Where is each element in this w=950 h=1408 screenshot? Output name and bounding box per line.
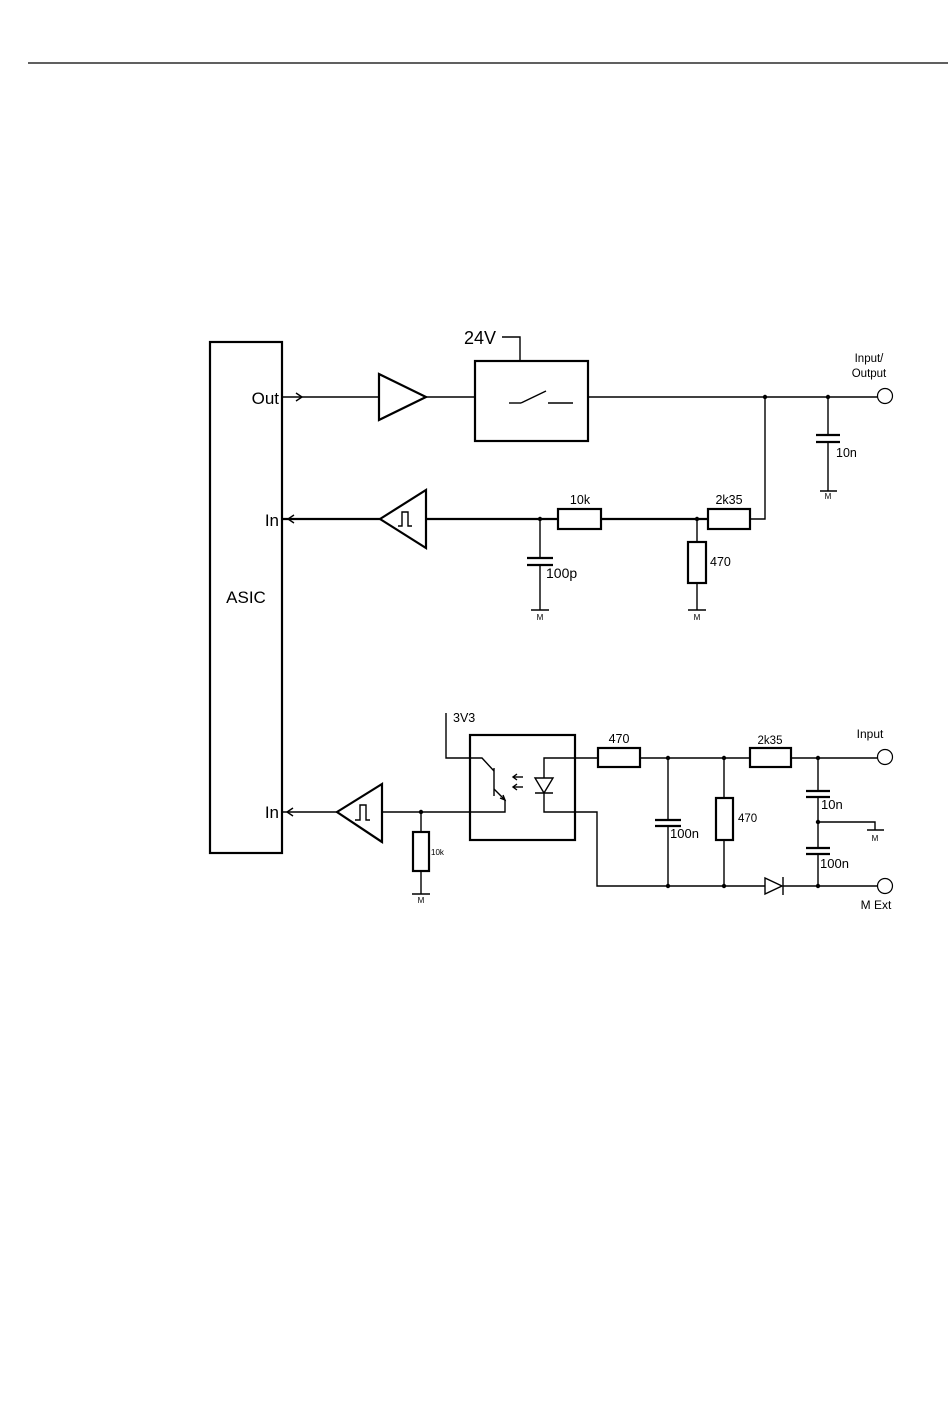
cap-100p-label: 100p [546,565,577,581]
resistor-2k35-bottom [750,748,791,767]
resistor-10k [558,509,601,529]
resistor-10k-small [413,832,429,871]
high-side-switch-block [475,361,588,441]
resistor-2k35-top [708,509,750,529]
io-terminal [878,389,893,404]
io-label-line1: Input/ [855,353,885,365]
cap-10n-top-label: 10n [836,446,857,460]
diode-icon [765,877,783,895]
schmitt-trigger-1 [380,490,426,548]
asic-label: ASIC [226,588,266,607]
resistor-470-shunt [716,798,733,840]
resistor-470-opto [598,748,640,767]
input-label: Input [857,727,884,741]
ground-m-4: M [872,834,879,843]
supply-24v-label: 24V [464,328,496,348]
ground-m-1: M [825,492,832,501]
m-ext-label: M Ext [861,898,892,912]
res-470-mid-label: 470 [710,555,731,569]
input-terminal [878,750,893,765]
input-path-2: 10k M 3V3 470 2k35 [282,711,893,912]
cap-100n-right-label: 100n [820,856,849,871]
output-path: 24V Input/ Output 10n M [282,328,893,501]
output-buffer [379,374,426,420]
capacitor-100n-left [655,758,681,886]
io-label-line2: Output [852,368,887,380]
ground-m-2: M [537,613,544,622]
cap-10n-bottom-label: 10n [821,797,843,812]
ground-m-5: M [418,896,425,905]
res-470-opto-label: 470 [609,732,630,746]
res-2k35-bottom-label: 2k35 [758,735,783,747]
supply-3v3-label: 3V3 [453,711,475,725]
res-10k-label: 10k [570,493,591,507]
res-470-shunt-label: 470 [738,813,757,825]
res-2k35-top-label: 2k35 [715,493,742,507]
m-ext-terminal [878,879,893,894]
capacitor-10n-top [816,397,840,491]
resistor-470-mid [688,542,706,583]
cap-100n-left-label: 100n [670,826,699,841]
in-pin-label-bottom: In [265,803,279,822]
out-pin-label: Out [252,389,280,408]
ground-m-3: M [694,613,701,622]
in-pin-label-top: In [265,511,279,530]
res-10k-small-label: 10k [431,848,445,857]
